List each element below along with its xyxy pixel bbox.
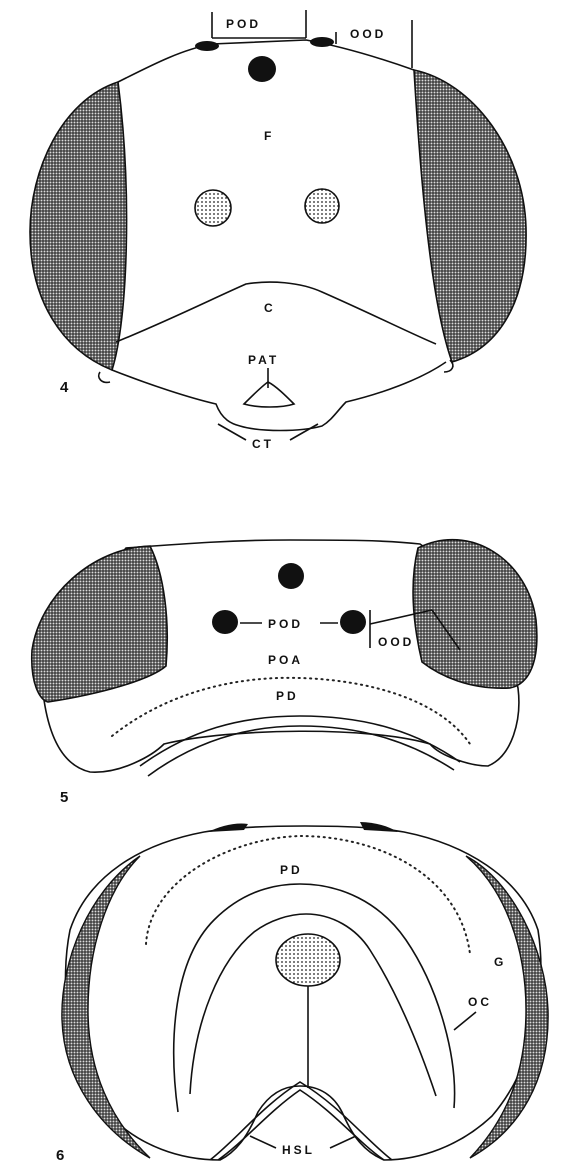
fig4-label-ct: CT (252, 437, 274, 451)
fig6-label-hsl: HSL (282, 1143, 315, 1157)
figure-5: POD OOD POA PD 5 (32, 540, 537, 806)
fig6-occipital-foramen (276, 934, 340, 986)
fig4-pat-structure (244, 382, 294, 407)
fig4-median-ocellus (248, 56, 276, 82)
fig5-lateral-ocellus-right (340, 610, 366, 634)
fig4-antennal-socket-right (305, 189, 339, 223)
fig6-ocellus-cap-left (208, 823, 248, 832)
fig4-lower-head (112, 362, 446, 431)
fig5-lateral-ocellus-left (212, 610, 238, 634)
fig4-ct-leader-right (290, 424, 318, 440)
fig6-label-pd: PD (280, 863, 303, 877)
fig5-number: 5 (60, 789, 68, 806)
fig4-antennal-socket-left (195, 190, 231, 226)
fig4-eye-left (30, 82, 127, 370)
fig4-label-f: F (264, 129, 274, 143)
fig6-eye-left (62, 856, 150, 1158)
fig6-head-outline (66, 826, 541, 1160)
fig5-posterior-rim (140, 716, 460, 766)
fig4-eye-right (414, 70, 526, 362)
fig5-posterior-rim-inner (148, 726, 454, 776)
figure-4: POD OOD F C PAT CT 4 (30, 10, 526, 451)
fig4-label-pat: PAT (248, 353, 279, 367)
fig6-label-g: G (494, 955, 506, 969)
fig4-label-ood: OOD (350, 27, 386, 41)
fig6-occipital-carina-outer (174, 884, 455, 1112)
fig4-label-c: C (264, 301, 276, 315)
fig6-oc-leader (454, 1012, 476, 1030)
fig6-label-oc: OC (468, 995, 492, 1009)
fig5-label-pd: PD (276, 689, 299, 703)
fig4-lateral-ocellus-right (310, 37, 334, 47)
fig5-label-ood: OOD (378, 635, 414, 649)
fig4-clypeus-line (116, 282, 436, 344)
fig5-eye-left (32, 546, 167, 702)
fig6-number: 6 (56, 1147, 64, 1164)
fig6-ocellus-cap-right (360, 822, 398, 832)
fig6-hsl-leader-right (330, 1136, 356, 1148)
fig4-number: 4 (60, 379, 69, 396)
fig5-label-pod: POD (268, 617, 303, 631)
fig6-hsl-leader-left (250, 1136, 276, 1148)
fig4-label-pod: POD (226, 17, 261, 31)
figure-6: PD G OC HSL 6 (56, 822, 548, 1164)
fig5-pd-dotted-line (112, 678, 470, 744)
fig5-median-ocellus (278, 563, 304, 589)
fig4-mandible-tip-left (99, 372, 110, 382)
fig4-lateral-ocellus-left (195, 41, 219, 51)
fig5-eye-right (413, 540, 537, 689)
fig5-label-poa: POA (268, 653, 303, 667)
